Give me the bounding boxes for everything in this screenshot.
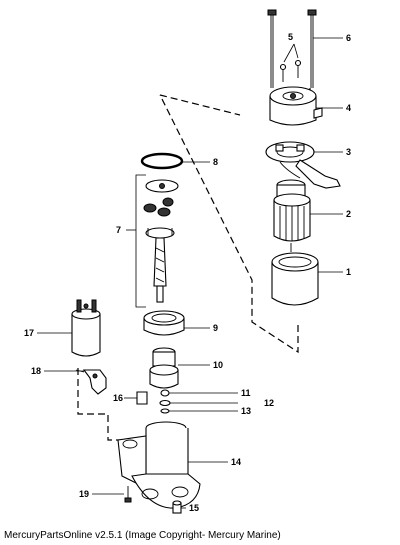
- callout-16: 16: [113, 393, 123, 403]
- callout-14: 14: [231, 457, 241, 467]
- callout-13: 13: [241, 406, 251, 416]
- end-cap: [269, 86, 323, 126]
- callout-6: 6: [346, 33, 351, 43]
- callout-9: 9: [213, 323, 218, 333]
- callout-3: 3: [346, 147, 351, 157]
- callout-4: 4: [346, 103, 351, 113]
- leader-lines: [37, 37, 343, 509]
- drive-housing: [117, 421, 201, 509]
- image-copyright-caption: MercuryPartsOnline v2.5.1 (Image Copyrig…: [4, 530, 281, 541]
- group-bracket-7: [135, 174, 146, 308]
- starter-motor-exploded-diagram: 1 2 3 4 5 6 7 8 9 10 11 12 13 14 15 16 1…: [24, 9, 351, 514]
- callout-1: 1: [346, 267, 351, 277]
- callout-5: 5: [288, 32, 293, 42]
- through-bolts: [267, 9, 317, 88]
- callout-12: 12: [264, 398, 274, 408]
- mounting-bolt: [124, 486, 132, 503]
- callout-8: 8: [213, 157, 218, 167]
- callout-11: 11: [241, 388, 251, 398]
- callout-10: 10: [213, 360, 223, 370]
- bracket: [136, 391, 148, 405]
- brush-plate: [265, 141, 341, 189]
- callout-19: 19: [79, 489, 89, 499]
- ring-gear: [143, 310, 185, 336]
- solenoid: [71, 299, 101, 357]
- callouts: 1 2 3 4 5 6 7 8 9 10 11 12 13 14 15 16 1…: [24, 32, 351, 513]
- washer: [160, 389, 170, 397]
- o-ring: [140, 152, 184, 170]
- armature: [273, 179, 311, 252]
- bushing: [172, 500, 182, 514]
- screws: [279, 59, 302, 82]
- callout-17: 17: [24, 328, 34, 338]
- callout-7: 7: [116, 225, 121, 235]
- drive-pinion: [149, 347, 179, 389]
- shift-lever: [75, 369, 107, 395]
- callout-18: 18: [31, 366, 41, 376]
- field-frame: [271, 252, 319, 306]
- planetary-gear-set: [143, 179, 179, 303]
- alignment-line-main: [159, 94, 299, 354]
- collar: [160, 408, 170, 414]
- retaining-clip: [159, 399, 171, 407]
- callout-2: 2: [346, 209, 351, 219]
- callout-15: 15: [189, 503, 199, 513]
